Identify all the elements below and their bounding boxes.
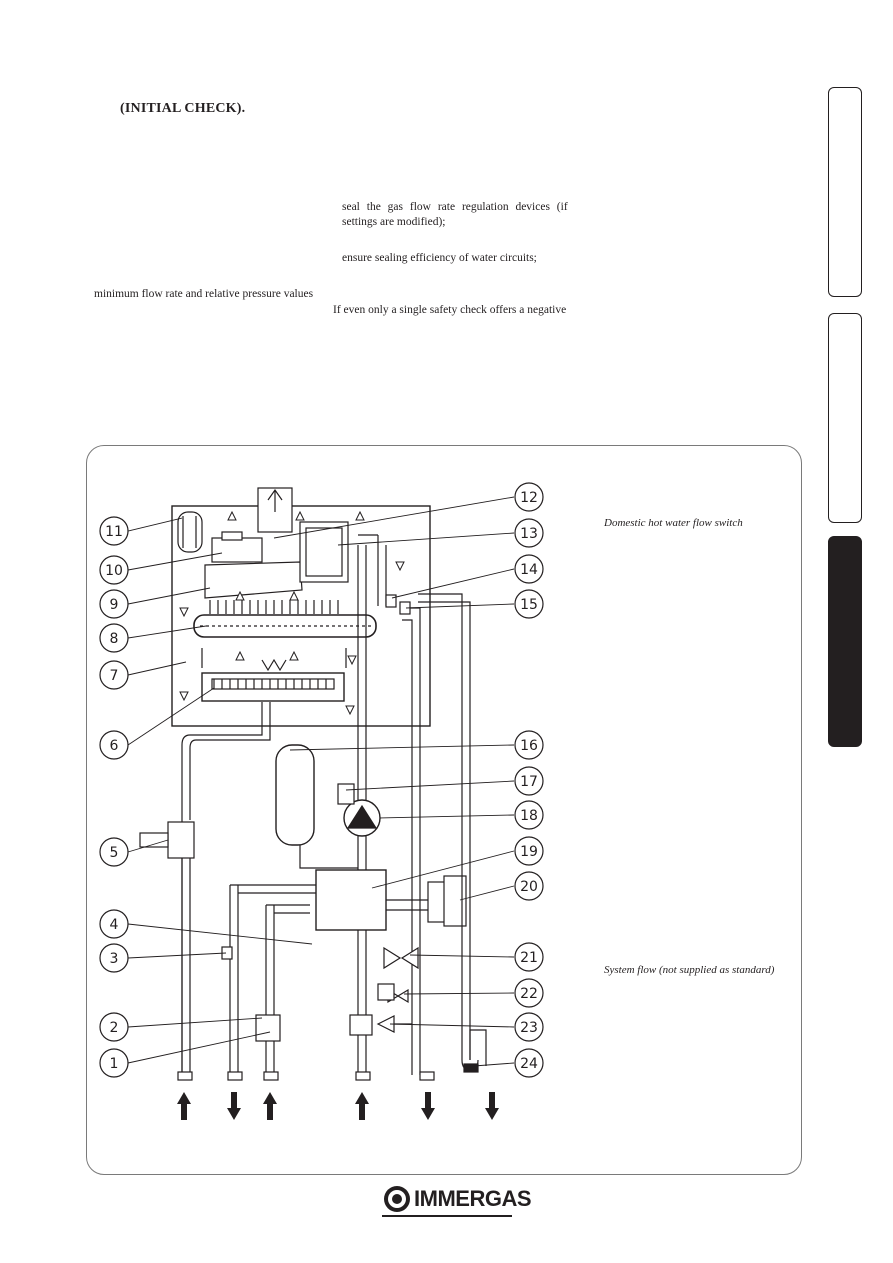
callout-label-16: 16 <box>520 738 538 754</box>
brand-name: IMMERGAS <box>414 1186 532 1211</box>
callout-21 <box>514 942 544 972</box>
air-vent <box>337 783 355 805</box>
callout-label-18: 18 <box>520 808 538 824</box>
callout-label-8: 8 <box>110 631 119 647</box>
callout-3 <box>99 943 129 973</box>
callout-5 <box>99 837 129 867</box>
callout-label-17: 17 <box>520 774 538 790</box>
limit-thermostat <box>385 594 397 608</box>
expansion-vessel <box>275 744 315 846</box>
smoke-hood <box>299 521 349 583</box>
callout-label-6: 6 <box>110 738 119 754</box>
callouts <box>99 482 544 1078</box>
plate-heat-exchanger <box>315 869 387 931</box>
callout-7 <box>99 660 129 690</box>
legend-system-flow: System flow (not supplied as standard) <box>604 964 775 976</box>
safety-valve <box>349 1014 373 1036</box>
callout-8 <box>99 623 129 653</box>
callout-label-19: 19 <box>520 844 538 860</box>
callout-label-15: 15 <box>520 597 538 613</box>
callout-24 <box>514 1048 544 1078</box>
callout-label-23: 23 <box>520 1020 538 1036</box>
callout-12 <box>514 482 544 512</box>
callout-23 <box>514 1012 544 1042</box>
legend-dhw-flow-switch: Domestic hot water flow switch <box>604 517 743 529</box>
tab-maintenance[interactable] <box>828 536 862 747</box>
dhw-flow-switch <box>255 1014 281 1042</box>
callout-16 <box>514 730 544 760</box>
callout-label-4: 4 <box>110 917 119 933</box>
callout-label-12: 12 <box>520 490 538 506</box>
immergas-flame-icon <box>384 1186 410 1212</box>
callout-18 <box>514 800 544 830</box>
fan <box>211 537 263 563</box>
callout-19 <box>514 836 544 866</box>
text-sealing-water: ensure sealing efficiency of water circu… <box>342 252 537 264</box>
callout-label-5: 5 <box>110 845 119 861</box>
callout-label-1: 1 <box>110 1056 119 1072</box>
callout-label-3: 3 <box>110 951 119 967</box>
callout-13 <box>514 518 544 548</box>
callout-label-21: 21 <box>520 950 538 966</box>
callout-15 <box>514 589 544 619</box>
callout-label-20: 20 <box>520 879 538 895</box>
callout-17 <box>514 766 544 796</box>
callout-10 <box>99 555 129 585</box>
boiler-casing <box>171 505 431 727</box>
callout-label-13: 13 <box>520 526 538 542</box>
callout-label-11: 11 <box>105 524 123 540</box>
text-safety-check: If even only a single safety check offer… <box>333 304 567 316</box>
callout-label-24: 24 <box>520 1056 538 1072</box>
callout-9 <box>99 589 129 619</box>
callout-11 <box>99 516 129 546</box>
callout-label-14: 14 <box>520 562 538 578</box>
diagram-frame <box>86 445 802 1175</box>
callout-2 <box>99 1012 129 1042</box>
filling-tap <box>377 983 395 1001</box>
text-seal-gas: seal the gas flow rate regulation device… <box>342 201 568 213</box>
callout-22 <box>514 978 544 1008</box>
callout-14 <box>514 554 544 584</box>
callout-label-7: 7 <box>110 668 119 684</box>
callout-20 <box>514 871 544 901</box>
tab-user[interactable] <box>828 313 862 523</box>
callout-label-9: 9 <box>110 597 119 613</box>
system-flow-valve <box>383 946 419 970</box>
text-settings-modified: settings are modified); <box>342 216 446 228</box>
callout-1 <box>99 1048 129 1078</box>
logo-underline <box>382 1215 512 1217</box>
section-heading: (INITIAL CHECK). <box>120 101 246 116</box>
callout-label-10: 10 <box>105 563 123 579</box>
immergas-logo: IMMERGAS <box>382 1184 532 1218</box>
text-minimum-flow: minimum flow rate and relative pressure … <box>94 288 314 300</box>
callout-label-22: 22 <box>520 986 538 1002</box>
tab-installer[interactable] <box>828 87 862 297</box>
gas-valve <box>167 821 195 859</box>
callout-4 <box>99 909 129 939</box>
callout-6 <box>99 730 129 760</box>
callout-label-2: 2 <box>110 1020 119 1036</box>
